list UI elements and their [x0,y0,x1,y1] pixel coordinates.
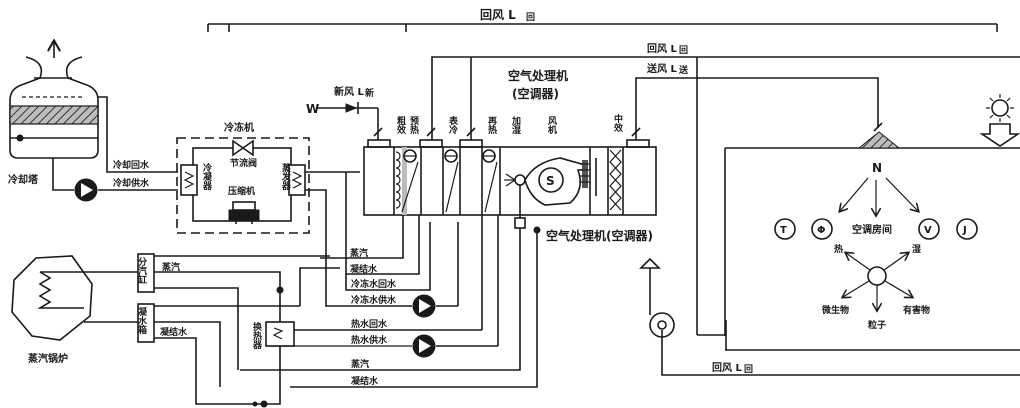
fan-icon: S [524,157,586,206]
fresh-air-subscript: 新 [365,87,374,99]
boiler-label: 蒸汽锅炉 [28,352,68,365]
cooling-coil-icon [444,149,459,213]
section-label-reheat: 再热 [486,116,497,135]
cooling-return-label: 冷却回水 [113,159,150,171]
output-microbes: 微生物 [821,304,849,316]
top-return-duct: 回风 L 回 [207,8,998,32]
throttle-valve-icon [232,139,254,157]
chilled-water-pipes: 冷冻水回水 冷冻水供水 [305,171,459,318]
output-harmful: 有害物 [903,304,930,316]
chilled-water-pump-icon [412,294,436,318]
section-label-cooling: 表冷 [447,115,459,135]
bottom-return-subscript: 回 [744,364,753,375]
heat-exchanger-label: 换热器 [251,321,263,350]
chiller-label: 冷冻机 [224,121,254,134]
ahu-title-line2: (空调器) [512,86,559,101]
chilled-supply-label: 冷冻水供水 [351,294,397,306]
chilled-return-label: 冷冻水回水 [351,278,397,290]
condenser-label: 冷凝器 [201,162,213,191]
cooling-tower-label: 冷却塔 [8,173,39,186]
condensate-label-1: 凝结水 [350,263,378,275]
boiler-steam-label: 蒸汽 [162,261,180,273]
ahu-caption: 空气处理机(空调器) [546,228,653,243]
supply-diffuser-icon [857,131,901,149]
damper-icon [373,122,883,137]
fresh-air-inlet: W 新风 L 新 [306,85,379,140]
section-label-coarse: 粗效 [395,115,406,135]
steam-header-label: 分汽缸 [136,256,148,284]
section-label-fan: 风机 [546,116,557,135]
room-source-n: N [872,161,882,175]
coarse-filter-icon [395,147,407,215]
param-phi: Φ [817,225,826,236]
sun-icon [986,94,1014,122]
section-label-preheat: 预热 [408,116,419,135]
steam-boiler: 蒸汽锅炉 分汽缸 凝水箱 蒸汽 凝结水 换热器 [11,253,340,408]
chiller: 冷冻机 节流阀 冷凝器 蒸发器 压缩机 [176,121,310,234]
hot-supply-label: 热水供水 [351,334,388,346]
steam-label-1: 蒸汽 [350,247,368,259]
ahu-title-line1: 空气处理机 [508,68,568,83]
output-particles: 粒子 [868,319,886,331]
medium-filter-icon [609,149,622,211]
throttle-valve-label: 节流阀 [230,157,257,169]
return-air-label: 回风 L [647,43,677,55]
condensate-label-2: 凝结水 [351,375,379,387]
top-duct-label: 回风 L [480,8,516,22]
cooling-water-pipes: 冷却回水 冷却供水 [52,96,178,202]
condensate-tank-label: 凝水箱 [136,306,147,335]
solar-radiation-arrow-icon [979,123,1020,147]
condenser-icon [180,164,198,196]
supply-air-label: 送风 L [646,62,677,75]
hot-water-pump-icon [412,334,436,358]
boiler-condensate-label: 凝结水 [160,326,188,338]
humidifier-icon [504,173,526,229]
ahu-return-ducts: 回风 L 回 送风 L 送 [431,43,1020,335]
fresh-air-w: W [306,102,319,116]
supply-air-subscript: 送 [678,64,689,76]
air-conditioned-room: N T Φ 空调房间 V J 热 湿 微生物 粒子 有害物 [697,94,1020,351]
return-air-subscript: 回 [679,45,688,56]
section-label-medium: 中效 [612,113,623,133]
top-duct-subscript: 回 [526,12,535,23]
bottom-return-label: 回风 L [712,362,742,374]
param-v: V [924,225,932,236]
room-label: 空调房间 [852,223,892,236]
cooling-supply-label: 冷却供水 [113,177,150,189]
cooling-pump-icon [74,178,98,202]
preheat-coil-icon [401,149,419,213]
compressor-label: 压缩机 [228,185,255,197]
steam-label-2: 蒸汽 [351,358,369,370]
exhaust-and-bottom-return: 回风 L 回 [639,257,1020,376]
hot-return-label: 热水回水 [351,318,388,330]
evaporator-label: 蒸发器 [280,162,292,191]
heat-exchanger-icon [265,321,295,347]
compressor-icon [228,201,260,224]
cooling-tower: 冷却塔 [8,42,99,186]
reheat-coil-icon [482,149,498,213]
air-handling-unit: 空气处理机 (空调器) [363,68,883,243]
param-j: J [962,225,967,236]
section-label-humidify: 加湿 [510,115,522,135]
param-t: T [780,225,787,236]
output-humidity: 湿 [912,243,921,255]
ahu-pipe-drops: 蒸汽 凝结水 热水回水 热水供水 蒸汽 凝结水 [240,215,541,388]
svg-text:S: S [546,174,555,188]
silencer-icon [580,158,597,196]
fresh-air-label: 新风 L [334,85,364,98]
evaporator-icon [288,164,306,196]
output-heat: 热 [834,243,843,255]
